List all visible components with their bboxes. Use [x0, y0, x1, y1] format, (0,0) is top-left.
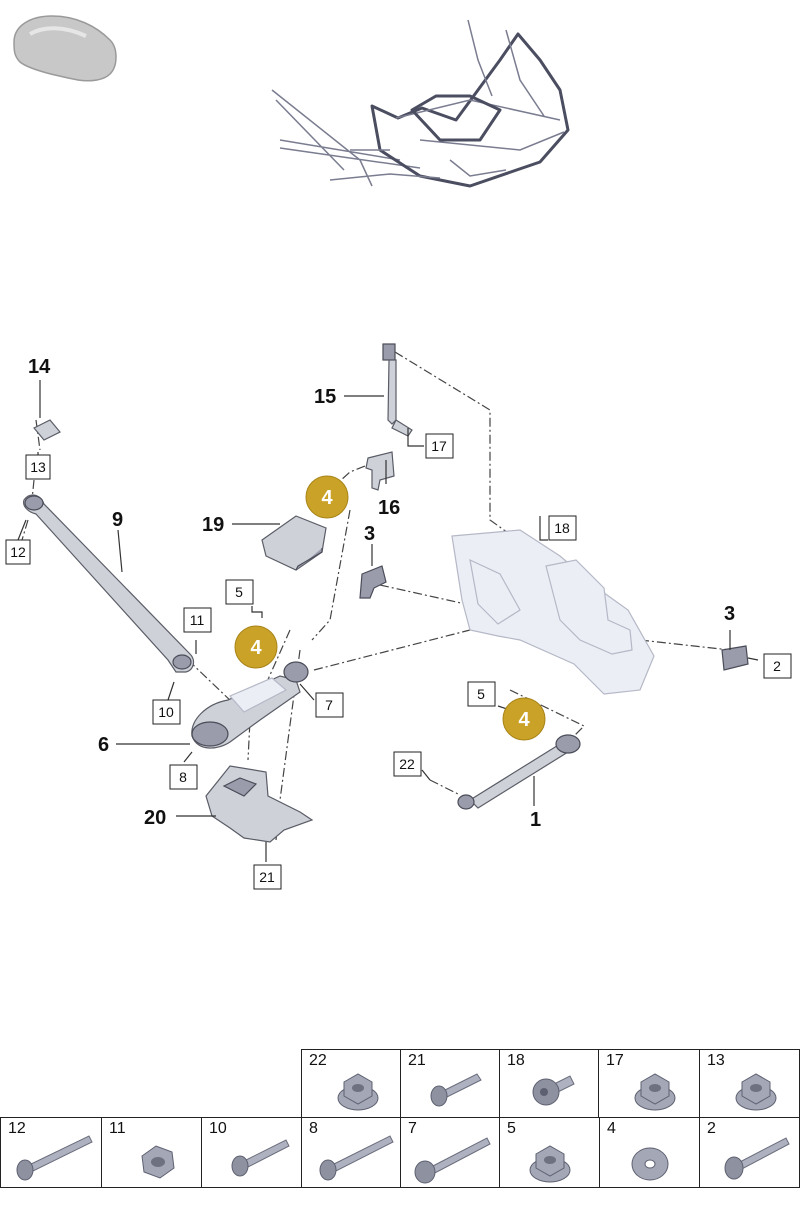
badge-callout-4-right: 4 — [502, 697, 546, 741]
long-bolt-icon — [16, 1135, 93, 1181]
bolt-icon — [724, 1137, 790, 1180]
boxed-callouts: 13 12 17 18 5 11 10 7 — [5, 433, 792, 890]
hardware-cell-8: 8 — [301, 1117, 401, 1188]
flange-nut-icon — [529, 1145, 571, 1183]
level-sensor-rod — [382, 343, 413, 437]
underbody-brace — [205, 765, 314, 843]
svg-text:18: 18 — [554, 520, 570, 536]
svg-text:13: 13 — [30, 459, 46, 475]
callout-1: 1 — [530, 809, 541, 831]
bracket-right — [721, 645, 749, 671]
svg-text:4: 4 — [250, 637, 262, 659]
svg-text:4: 4 — [518, 709, 530, 731]
long-bolt-icon — [319, 1135, 394, 1181]
hardware-label: 11 — [109, 1120, 126, 1137]
hardware-cell-4: 4 — [599, 1117, 700, 1188]
svg-text:10: 10 — [158, 704, 174, 720]
hardware-label: 18 — [507, 1052, 525, 1069]
leader-lines — [17, 380, 759, 862]
hardware-label: 21 — [408, 1052, 426, 1069]
callout-19: 19 — [202, 514, 224, 536]
clip-part — [33, 419, 61, 441]
boxed-callout-22: 22 — [393, 751, 422, 777]
svg-text:5: 5 — [235, 584, 243, 600]
hardware-label: 10 — [209, 1120, 227, 1137]
boxed-callout-18: 18 — [548, 515, 577, 541]
callout-9: 9 — [112, 509, 123, 531]
hardware-label: 7 — [408, 1120, 417, 1137]
callout-20: 20 — [144, 807, 166, 829]
callout-16: 16 — [378, 497, 400, 519]
svg-text:4: 4 — [321, 487, 333, 509]
svg-text:7: 7 — [325, 697, 333, 713]
hardware-label: 8 — [309, 1120, 318, 1137]
rear-link — [457, 734, 581, 810]
bolt-icon — [430, 1073, 482, 1107]
svg-text:17: 17 — [431, 438, 447, 454]
boxed-callout-11: 11 — [183, 607, 212, 633]
boxed-callout-12: 12 — [5, 539, 31, 565]
hardware-label: 2 — [707, 1120, 716, 1137]
callout-14: 14 — [28, 356, 51, 378]
flange-nut-icon — [735, 1073, 777, 1111]
hardware-label: 5 — [507, 1120, 516, 1137]
hardware-cell-22: 22 — [301, 1049, 401, 1118]
hardware-cell-17: 17 — [598, 1049, 700, 1118]
badge-callout-4-mid: 4 — [234, 625, 278, 669]
control-unit — [261, 515, 327, 571]
bolt-icon — [231, 1139, 290, 1177]
tie-rod — [23, 494, 195, 673]
boxed-callout-10: 10 — [152, 699, 181, 725]
hardware-label: 17 — [606, 1052, 624, 1069]
lower-control-arm — [191, 661, 309, 749]
boxed-callout-8: 8 — [169, 764, 198, 790]
svg-text:22: 22 — [399, 756, 415, 772]
boxed-callout-5-left: 5 — [225, 579, 254, 605]
button-head-bolt-icon — [532, 1075, 575, 1106]
flange-nut-icon — [634, 1073, 676, 1111]
boxed-callout-2: 2 — [763, 653, 792, 679]
hardware-label: 22 — [309, 1052, 327, 1069]
boxed-callout-7: 7 — [315, 692, 344, 718]
svg-text:8: 8 — [179, 769, 187, 785]
hardware-cell-10: 10 — [201, 1117, 302, 1188]
hardware-cell-5: 5 — [499, 1117, 600, 1188]
hardware-cell-12: 12 — [0, 1117, 102, 1188]
svg-text:11: 11 — [190, 612, 205, 628]
svg-text:2: 2 — [773, 658, 781, 674]
hardware-cell-18: 18 — [499, 1049, 599, 1118]
hardware-cell-7: 7 — [400, 1117, 500, 1188]
svg-text:12: 12 — [10, 544, 26, 560]
hardware-cell-2: 2 — [699, 1117, 800, 1188]
boxed-callout-13: 13 — [25, 454, 51, 480]
callout-15: 15 — [314, 386, 336, 408]
hardware-cell-11: 11 — [101, 1117, 202, 1188]
boxed-callout-5-right: 5 — [467, 681, 496, 707]
long-bolt-icon — [414, 1137, 491, 1184]
rear-subframe — [451, 529, 655, 695]
svg-text:21: 21 — [259, 869, 275, 885]
hardware-cell-21: 21 — [400, 1049, 500, 1118]
hardware-label: 12 — [8, 1120, 26, 1137]
hardware-label: 13 — [707, 1052, 725, 1069]
plain-callouts: 14 15 16 19 3 9 3 6 20 1 — [28, 356, 735, 831]
hardware-cell-13: 13 — [699, 1049, 800, 1118]
callout-3-left: 3 — [364, 523, 375, 545]
rear-subframe-overview — [271, 19, 570, 188]
boxed-callout-21: 21 — [253, 864, 282, 890]
callout-6: 6 — [98, 734, 109, 756]
svg-text:5: 5 — [477, 686, 485, 702]
washer-icon — [631, 1147, 669, 1181]
car-thumbnail-icon — [13, 15, 117, 82]
boxed-callout-17: 17 — [425, 433, 454, 459]
nut-icon — [141, 1145, 175, 1179]
flange-nut-icon — [337, 1073, 379, 1111]
bracket-left — [359, 565, 387, 599]
sensor-bracket — [365, 451, 395, 491]
badge-callouts: 4 4 4 — [234, 475, 546, 741]
callout-3-right: 3 — [724, 603, 735, 625]
hardware-label: 4 — [607, 1120, 616, 1137]
badge-callout-4-top: 4 — [305, 475, 349, 519]
